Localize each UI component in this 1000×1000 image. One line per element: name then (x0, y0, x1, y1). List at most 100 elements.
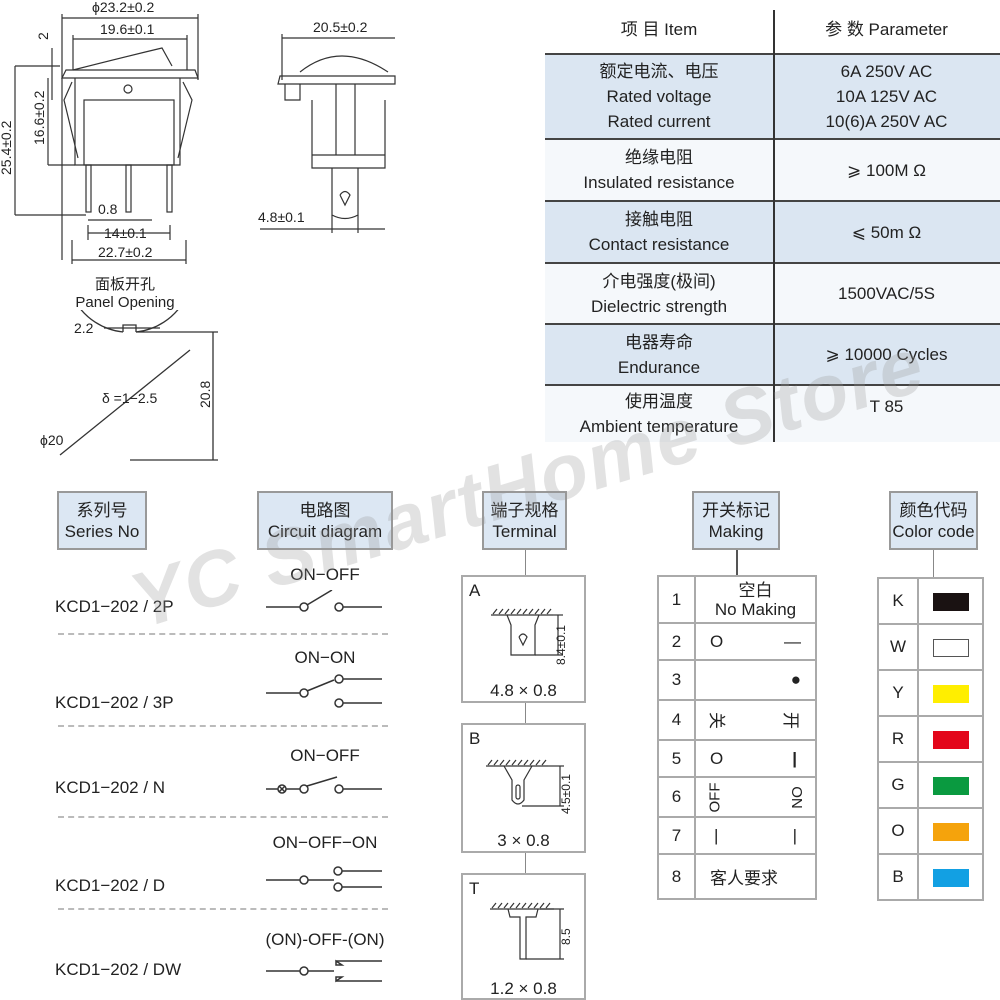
spec-header-item: 项 目 Item (620, 19, 698, 39)
spec-item-cn: 接触电阻 (625, 210, 693, 229)
header-color-cn: 颜色代码 (899, 500, 968, 520)
color-row: G (877, 761, 984, 809)
dim-pin-pitch: 14±0.1 (104, 225, 147, 241)
color-swatch-yellow (932, 684, 969, 703)
header-series-en: Series No (64, 521, 140, 541)
spec-row-temperature: 使用温度 Ambient temperature T 85 (545, 386, 1000, 442)
header-making: 开关标记 Making (692, 491, 780, 550)
spec-row-insulation: 绝缘电阻 Insulated resistance ⩾ 100M Ω (545, 140, 1000, 202)
color-swatch-orange (932, 822, 969, 841)
making-mark-right: — (784, 631, 801, 651)
connector-line (525, 703, 526, 723)
front-view-drawing: ϕ23.2±0.2 19.6±0.1 2 25.4±0.2 16.6±0.2 0… (0, 0, 199, 264)
header-circuit-diagram: 电路图 Circuit diagram (257, 491, 393, 550)
series-model: KCD1−202 / 2P (55, 597, 174, 616)
color-row: K (877, 577, 984, 625)
making-mark-right: 开 (781, 711, 800, 729)
series-model: KCD1−202 / 3P (55, 693, 174, 712)
header-terminal-cn: 端子规格 (490, 500, 559, 520)
dim-body-width: 22.7±0.2 (98, 244, 153, 260)
panel-opening-title-cn: 面板开孔 (94, 276, 155, 293)
terminal-a-icon: 8.4±0.1 (491, 608, 568, 665)
making-number: 1 (657, 575, 696, 624)
making-mark-left: | (714, 825, 719, 845)
spec-value: 10A 125V AC (835, 87, 938, 106)
circuit-momentary-icon (266, 959, 382, 983)
connector-line (525, 550, 526, 575)
spec-item-en: Endurance (617, 357, 701, 377)
making-mark-cn: 空白 (738, 580, 773, 600)
making-number: 5 (657, 739, 696, 778)
making-number: 8 (657, 853, 696, 900)
spec-item-cn: 介电强度(极间) (602, 271, 716, 291)
spec-item-en: Dielectric strength (590, 296, 728, 316)
color-row: B (877, 853, 984, 901)
dim-total-height: 25.4±0.2 (0, 120, 14, 175)
making-row: 7 | | (657, 816, 817, 855)
making-row: 4 关 开 (657, 699, 817, 741)
color-swatch-blue (932, 868, 969, 887)
circuit-on-on-icon (266, 674, 382, 708)
making-mark-custom: 客人要求 (710, 869, 778, 888)
making-row: 2 O — (657, 622, 817, 661)
header-making-en: Making (708, 521, 764, 541)
row-divider (58, 816, 388, 818)
making-mark-left: O (710, 631, 724, 651)
terminal-length: 4.5±0.1 (559, 774, 573, 814)
series-model: KCD1−202 / N (55, 778, 166, 797)
connector-line (933, 550, 934, 577)
making-number: 7 (657, 816, 696, 855)
spec-row-rated: 额定电流、电压 Rated voltage Rated current 6A 2… (545, 55, 1000, 140)
dim-body-height: 16.6±0.2 (31, 90, 47, 145)
header-circuit-cn: 电路图 (299, 500, 351, 520)
color-code: O (877, 807, 919, 855)
spec-row-contact: 接触电阻 Contact resistance ⩽ 50m Ω (545, 202, 1000, 264)
connector-line (525, 853, 526, 873)
terminal-t-icon: 8.5 (490, 902, 573, 960)
making-row: 5 O| (657, 739, 817, 778)
spec-value: 1500VAC/5S (837, 284, 936, 303)
making-number: 2 (657, 622, 696, 661)
side-view-drawing: 20.5±0.2 4.8±0.1 (258, 19, 396, 233)
making-mark-left: OFF (706, 782, 724, 812)
spec-value: ⩾ 100M Ω (847, 160, 926, 180)
dim-rocker-width: 19.6±0.1 (100, 21, 155, 37)
terminal-size: 1.2 × 0.8 (490, 979, 557, 998)
making-mark-en: No Making (714, 599, 797, 619)
spec-row-endurance: 电器寿命 Endurance ⩾ 10000 Cycles (545, 325, 1000, 386)
spec-item-cn: 绝缘电阻 (625, 148, 693, 167)
spec-table: 项 目 Item 参 数 Parameter 额定电流、电压 Rated vol… (545, 5, 1000, 442)
making-mark-right: | (792, 825, 797, 845)
color-row: R (877, 715, 984, 763)
terminal-length: 8.5 (559, 928, 573, 945)
color-code: R (877, 715, 919, 763)
connector-line (736, 550, 738, 575)
terminal-label: B (469, 729, 481, 748)
spec-header-row: 项 目 Item 参 数 Parameter (545, 5, 1000, 55)
making-mark-right: ● (790, 670, 801, 689)
panel-opening-drawing: 2.2 δ =1−2.5 20.8 ϕ20 (40, 310, 218, 461)
terminal-size: 4.8 × 0.8 (490, 681, 557, 700)
dim-terminal-width: 4.8±0.1 (258, 209, 305, 225)
dim-opening-diameter: ϕ20 (40, 432, 64, 448)
row-divider (58, 633, 388, 635)
dim-outer-diameter: ϕ23.2±0.2 (92, 0, 154, 15)
series-model: KCD1−202 / DW (55, 960, 182, 979)
making-number: 3 (657, 659, 696, 701)
circuit-on-off-on-icon (266, 866, 382, 892)
spec-header-parameter: 参 数 Parameter (825, 19, 948, 39)
terminal-length: 8.4±0.1 (554, 625, 568, 665)
making-number: 4 (657, 699, 696, 741)
circuit-on-off-icon (266, 590, 382, 612)
making-mark-left: 关 (707, 711, 726, 729)
header-circuit-en: Circuit diagram (267, 521, 383, 541)
color-row: O (877, 807, 984, 855)
dim-flange: 2 (35, 32, 51, 40)
color-code: K (877, 577, 919, 625)
header-color-code: 颜色代码 Color code (889, 491, 978, 550)
circuit-mode: (ON)-OFF-(ON) (265, 930, 385, 949)
circuit-mode: ON−OFF (290, 565, 360, 584)
dim-pin-width: 0.8 (98, 201, 118, 217)
spec-item-en: Contact resistance (588, 235, 730, 254)
